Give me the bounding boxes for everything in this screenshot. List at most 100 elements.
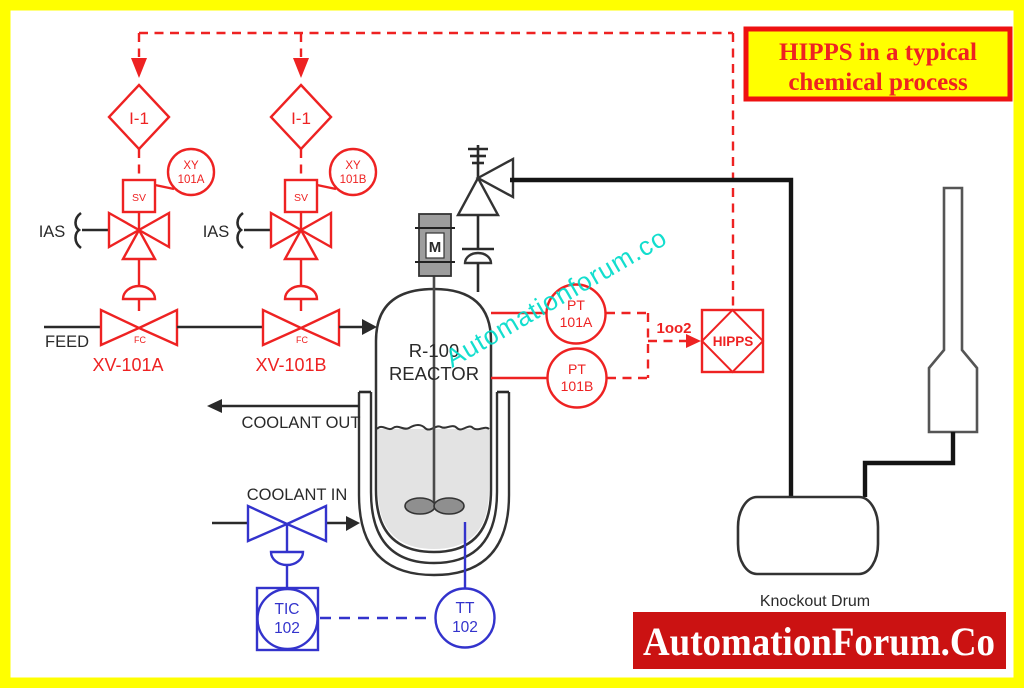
arrow-right-icon — [686, 334, 701, 348]
ias-brace-icon — [74, 211, 82, 250]
reactor-name: REACTOR — [389, 363, 479, 384]
valve-wedge — [107, 210, 142, 250]
voting-label: 1oo2 — [656, 320, 691, 337]
sv-to-xy-line — [154, 183, 175, 191]
title-box: HIPPS in a typical chemical process — [743, 26, 1013, 102]
xy-101b-instrument: XY 101B — [316, 147, 378, 197]
ias-label: IAS — [203, 223, 230, 241]
disc-dome — [463, 251, 493, 265]
valve-wedge — [298, 210, 333, 250]
xy-tag: XY — [183, 160, 199, 172]
solenoid-box-b: SV — [283, 178, 319, 214]
three-way-valve-a — [107, 210, 171, 311]
hipps-label: HIPPS — [713, 334, 754, 349]
flare-stack — [862, 186, 979, 497]
tt-102-instrument: TT 102 — [434, 522, 496, 649]
pt-101a-instrument: PT 101A — [491, 283, 607, 345]
agitator-paddle — [433, 497, 465, 515]
reactor-tag: R-100 — [409, 340, 459, 361]
pt-tag: PT — [568, 361, 586, 377]
valve-wedge — [269, 210, 304, 250]
instrument-bubble — [546, 347, 608, 409]
valve-wedge — [284, 504, 328, 543]
fail-mode-label: FC — [134, 335, 146, 345]
ias-label: IAS — [39, 223, 66, 241]
coolant-in-line: COOLANT IN — [212, 486, 360, 531]
tic-tag: TIC — [275, 601, 300, 618]
coolant-out-line: COOLANT OUT — [207, 399, 360, 432]
arrow-down-icon — [293, 58, 309, 78]
pt-number: 101B — [561, 378, 594, 394]
valve-tag: XV-101A — [92, 355, 163, 375]
valve-tag: XV-101B — [255, 355, 326, 375]
instrument-bubble — [256, 587, 319, 651]
feed-label: FEED — [45, 333, 89, 351]
reactor-vessel: R-100 REACTOR — [357, 276, 511, 577]
diaphragm-actuator-icon — [269, 550, 305, 567]
agitator-paddle — [404, 497, 436, 515]
instrument-bubble — [328, 147, 378, 197]
valve-wedge — [99, 308, 142, 347]
arrow-left-icon — [207, 399, 222, 413]
arrow-right-icon — [362, 319, 377, 335]
diaphragm-actuator-icon — [121, 284, 157, 301]
logic-diamond — [700, 308, 765, 374]
valve-wedge — [261, 308, 304, 347]
interlock-label: I-1 — [129, 109, 149, 128]
feed-line: FEED — [44, 325, 101, 351]
valve-wedge — [246, 504, 290, 543]
drum-label: Knockout Drum — [760, 593, 870, 610]
tic-102-instrument: TIC 102 — [255, 586, 320, 652]
interlock-diamond-b: I-1 — [269, 83, 333, 180]
coolant-control-valve — [246, 504, 328, 588]
interlock-label: I-1 — [291, 109, 311, 128]
instrument-bubble — [166, 147, 216, 197]
arrow-down-icon — [131, 58, 147, 78]
xy-tag: XY — [345, 160, 361, 172]
sv-label: SV — [132, 192, 146, 204]
voting-logic-signals: 1oo2 — [606, 311, 701, 380]
xy-number: 101A — [178, 174, 205, 186]
instrument-bubble — [545, 283, 607, 345]
valve-wedge — [136, 210, 171, 250]
pt-tag: PT — [567, 297, 585, 313]
relief-valve — [455, 145, 515, 248]
drum-shell — [736, 495, 880, 576]
tt-number: 102 — [452, 619, 478, 636]
sv-label: SV — [294, 192, 308, 204]
fail-mode-label: FC — [296, 335, 308, 345]
title-line2: chemical process — [788, 69, 968, 96]
sv-to-xy-line — [316, 183, 337, 191]
xy-number: 101B — [340, 174, 367, 186]
rupture-disc — [462, 247, 494, 292]
xv-101b-valve: FC XV-101B — [255, 308, 341, 375]
pt-101b-instrument: PT 101B — [491, 347, 608, 409]
agitator-motor: M — [415, 213, 455, 277]
relief-discharge-line — [510, 177, 794, 497]
motor-nameplate — [425, 232, 445, 259]
ias-supply-a: IAS — [39, 211, 109, 250]
sv-box — [121, 178, 157, 214]
stack-outline — [927, 186, 979, 434]
tt-tag: TT — [456, 600, 475, 617]
motor-label: M — [429, 239, 442, 256]
watermark: Automationforum.co — [440, 222, 672, 373]
hipps-logic-solver: HIPPS — [700, 308, 765, 374]
brand-background — [633, 612, 1006, 669]
three-way-valve-b — [269, 210, 333, 311]
brand-text: AutomationForum.Co — [643, 619, 995, 664]
ias-brace-icon — [236, 211, 244, 250]
flare-header-line — [862, 432, 956, 497]
arrow-right-icon — [346, 516, 360, 531]
knockout-drum: Knockout Drum — [736, 495, 880, 610]
coolant-in-label: COOLANT IN — [247, 486, 348, 504]
ias-supply-b: IAS — [203, 211, 271, 250]
sis-signal-trunk — [131, 31, 735, 309]
instrument-bubble — [434, 587, 496, 649]
xv-101a-valve: FC XV-101A — [92, 308, 179, 375]
diaphragm-actuator-icon — [283, 284, 319, 301]
title-line1: HIPPS in a typical — [779, 39, 977, 66]
